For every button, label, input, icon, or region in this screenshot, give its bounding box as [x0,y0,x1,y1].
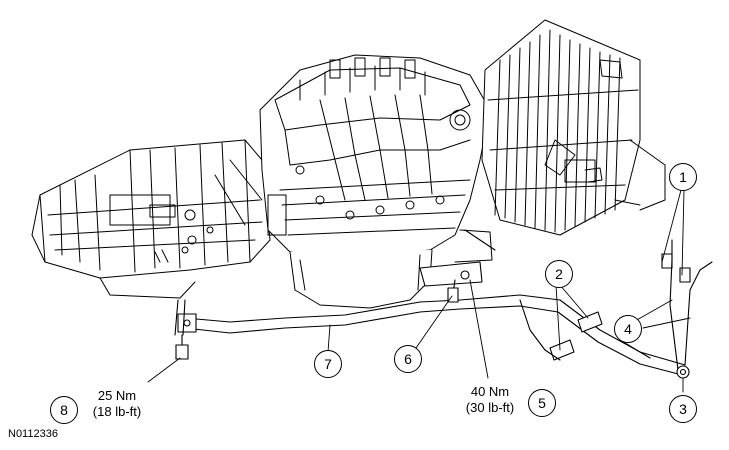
callout-6: 6 [394,345,422,373]
figure-id: N0112336 [8,428,58,440]
transmission-assembly [31,139,271,299]
torque-spec-5-lbft: (30 lb-ft) [465,400,515,415]
torque-spec-8: 25 Nm (18 lb-ft) [82,388,152,420]
torque-spec-8-nm: 25 Nm [97,388,137,403]
callout-7: 7 [314,350,342,378]
torque-spec-5-nm: 40 Nm [470,384,510,399]
torque-spec-5: 40 Nm (30 lb-ft) [452,384,528,416]
callout-4: 4 [614,315,642,343]
callout-3: 3 [669,395,697,423]
cooler-lines [174,229,713,379]
leader-lines [147,189,691,393]
callout-2: 2 [545,260,573,288]
engine-assembly [259,54,493,309]
radiator-cooler-assembly [481,19,666,236]
torque-spec-8-lbft: (18 lb-ft) [92,404,142,419]
callout-8: 8 [50,396,78,424]
callout-1: 1 [669,163,697,191]
callout-5: 5 [528,389,556,417]
